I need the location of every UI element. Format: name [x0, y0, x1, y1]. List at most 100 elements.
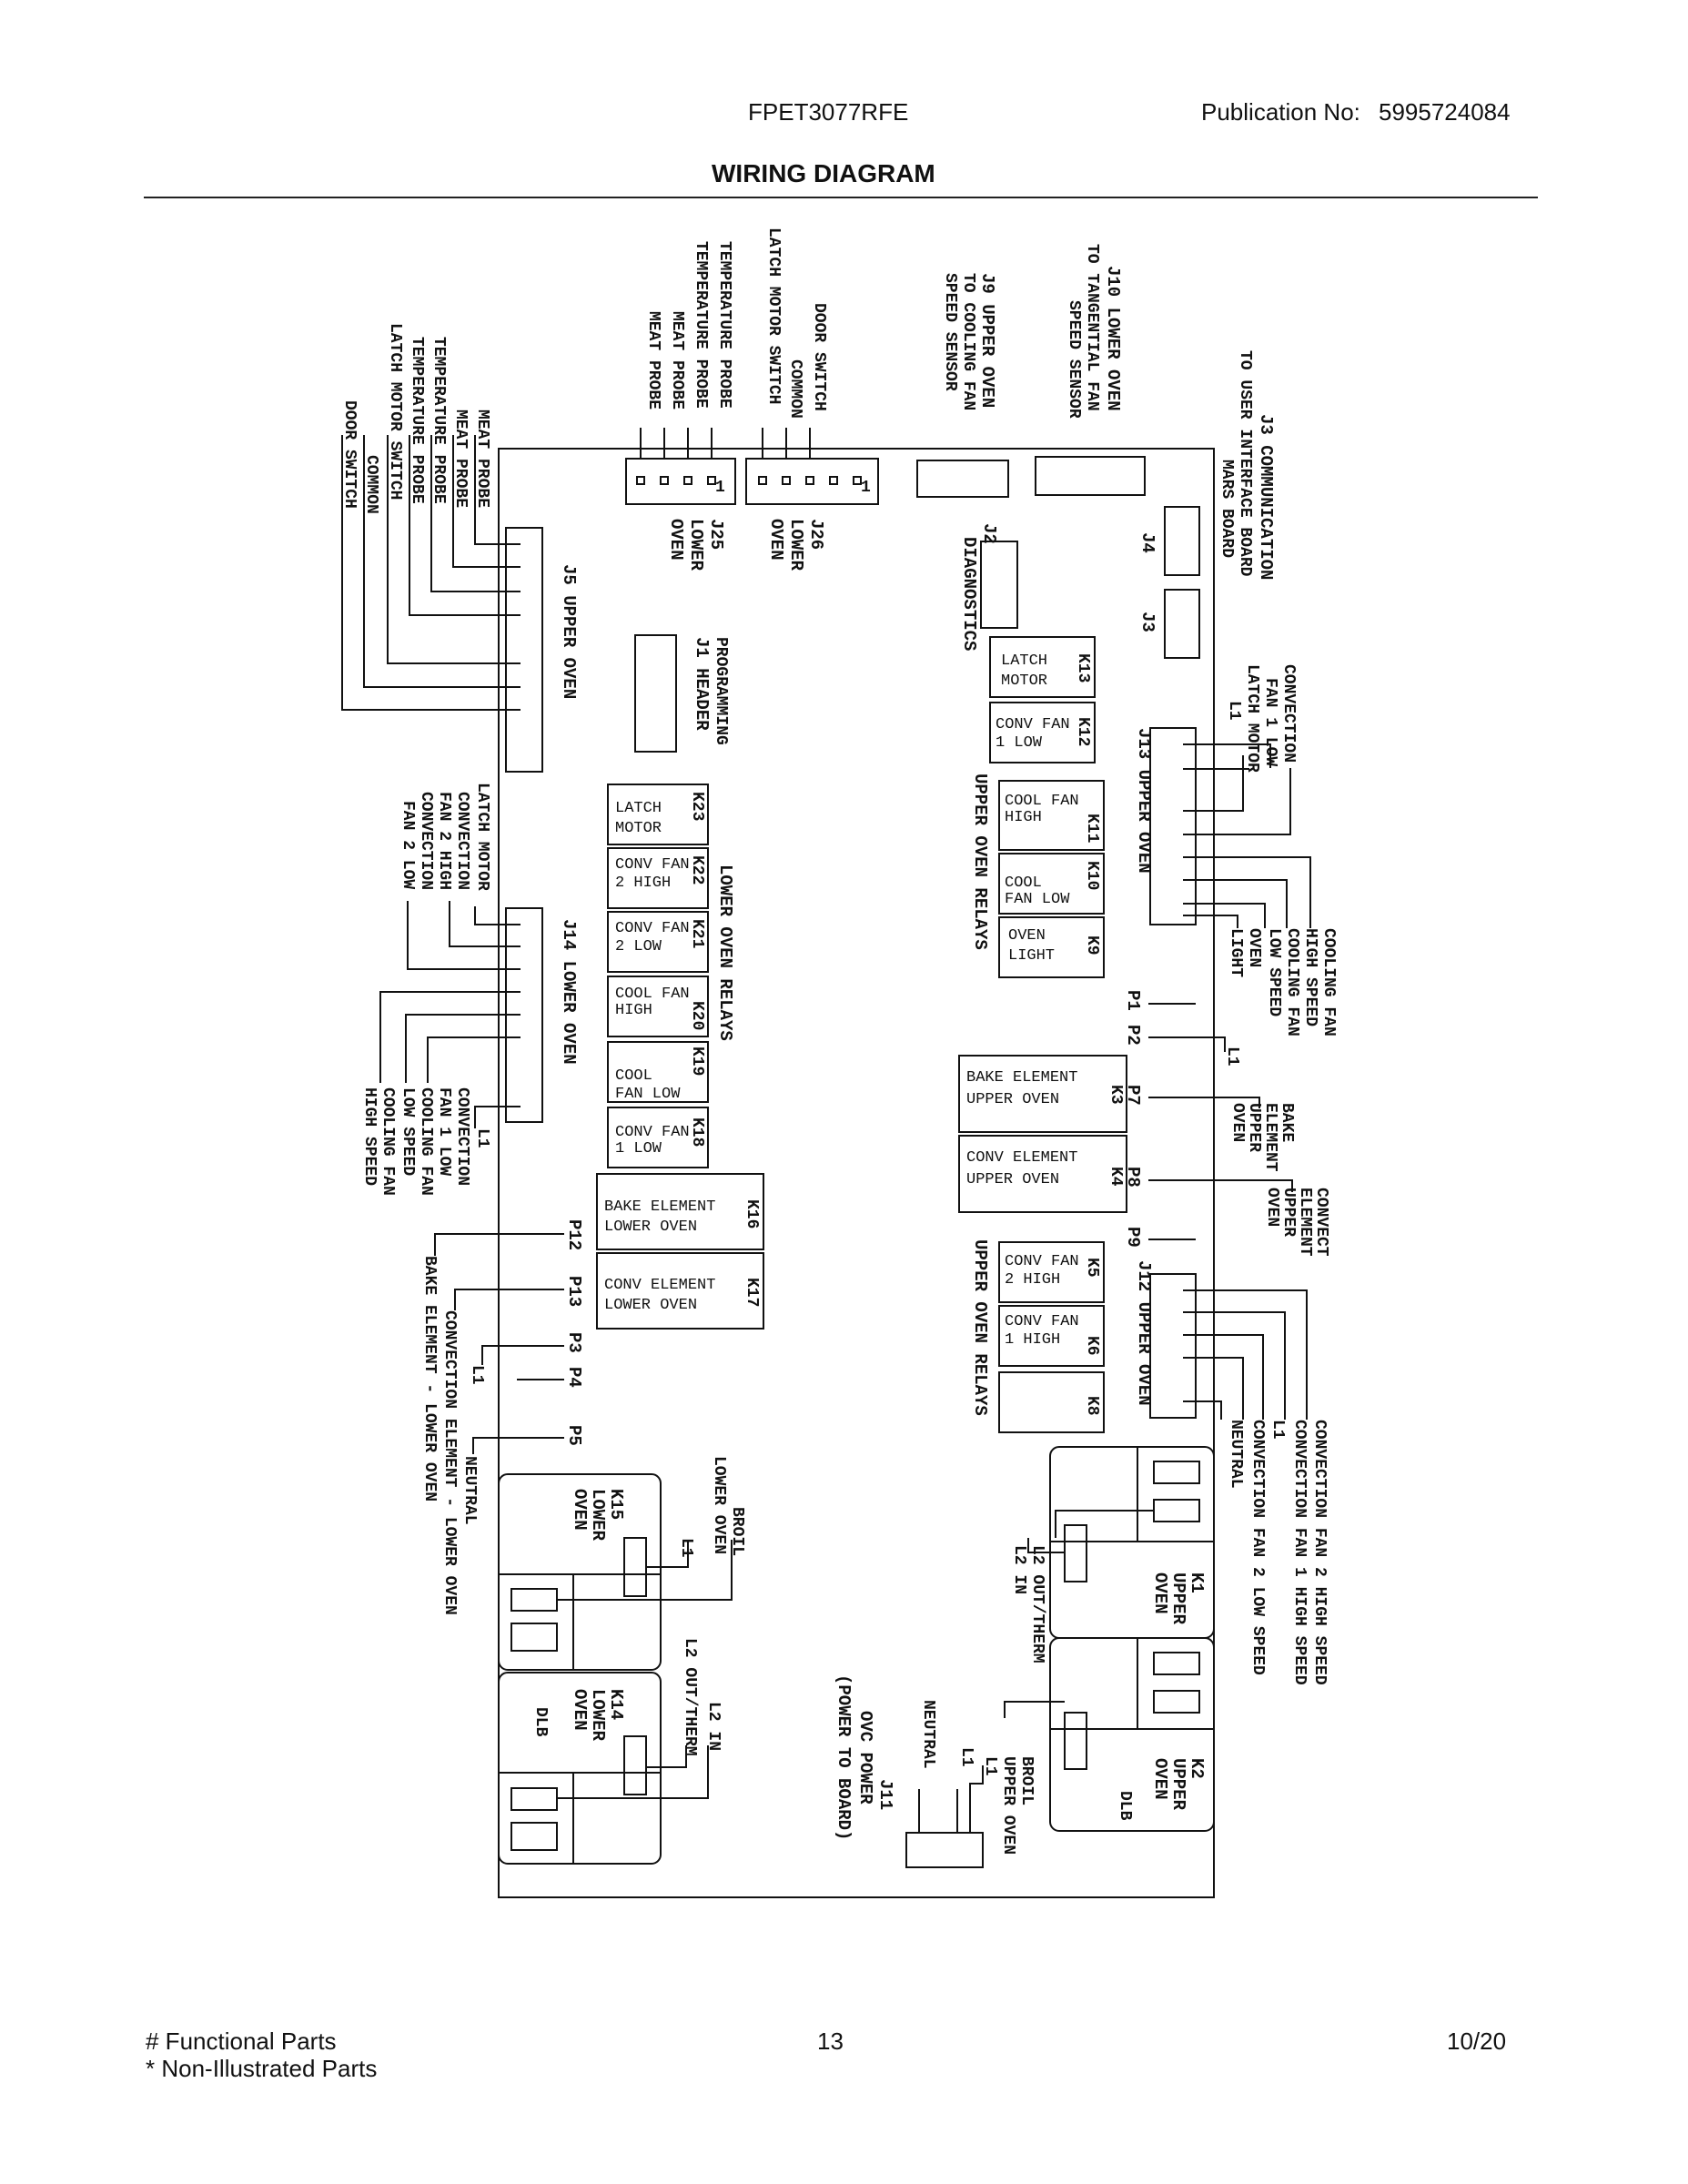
relay-k18-id: K18: [688, 1117, 706, 1147]
j5-connector: [505, 527, 543, 773]
j13-connector: [1149, 727, 1197, 925]
relay-k5-line2: 2 HIGH: [1005, 1271, 1060, 1289]
relay-k21: [607, 911, 709, 973]
k15-line2: OVEN: [570, 1489, 590, 1531]
relay-k20-line2: HIGH: [615, 1002, 652, 1019]
relay-k3-line1: BAKE ELEMENT: [966, 1069, 1077, 1087]
pin-p13: P13: [564, 1276, 584, 1307]
p8-wire-1: CONVECT: [1312, 1188, 1330, 1257]
k14-line3: DLB: [531, 1707, 550, 1737]
relay-k10-line1: COOL: [1005, 875, 1042, 892]
j11-power-to-board: (POWER TO BOARD): [834, 1674, 854, 1840]
relay-k13-id: K13: [1074, 653, 1092, 682]
k15-wire-lower-oven: LOWER OVEN: [710, 1456, 728, 1554]
p7-wire-4: OVEN: [1228, 1103, 1247, 1142]
j12-wire-fan2high: CONVECTION FAN 2 HIGH SPEED: [1310, 1420, 1329, 1685]
j26-wire-door-switch: DOOR SWITCH: [810, 303, 828, 411]
j25-label: J25: [706, 519, 726, 550]
relay-k18-line1: CONV FAN: [615, 1124, 690, 1141]
relay-k20-line1: COOL FAN: [615, 986, 690, 1003]
relay-k12-id: K12: [1074, 717, 1092, 746]
j5-wire-door-switch: DOOR SWITCH: [340, 400, 359, 509]
j13-wire-cooling-2: COOLING FAN: [1283, 928, 1301, 1036]
j11-connector: [905, 1832, 984, 1868]
j12-wire-l1: L1: [1269, 1420, 1287, 1440]
relay-k15: [498, 1473, 662, 1671]
j14-wire-l1: L1: [473, 1128, 491, 1148]
j25-label-lower: LOWER: [686, 519, 706, 571]
j11-wire-neutral: NEUTRAL: [919, 1700, 937, 1769]
relay-k16-line1: BAKE ELEMENT: [604, 1198, 715, 1216]
relay-k13: [989, 636, 1096, 698]
j2-diagnostics: DIAGNOSTICS: [959, 537, 979, 651]
upper-oven-relays-title-2: UPPER OVEN RELAYS: [970, 1239, 990, 1416]
relay-k11: [998, 780, 1105, 851]
publication-label: Publication No:: [1201, 98, 1360, 126]
left-wire-neutral: NEUTRAL: [460, 1456, 479, 1525]
j14-wire-latch-motor: LATCH MOTOR: [473, 783, 491, 891]
k14-wire-l2out: L2 OUT/THERM: [681, 1638, 699, 1756]
relay-k6-line2: 1 HIGH: [1005, 1331, 1060, 1349]
j14-wire-conv-2: CONVECTION: [417, 792, 435, 890]
relay-k9-line1: OVEN: [1008, 927, 1046, 945]
j1-connector: [634, 634, 677, 753]
relay-k8-id: K8: [1083, 1396, 1101, 1416]
relay-k22: [607, 847, 709, 909]
relay-k16-id: K16: [743, 1199, 761, 1228]
relay-k19-line2: FAN LOW: [615, 1086, 681, 1103]
k1-line1: UPPER: [1168, 1572, 1188, 1625]
p8-wire-3: UPPER: [1279, 1188, 1298, 1237]
k15-wire-broil: BROIL: [728, 1507, 746, 1556]
relay-k19-line1: COOL: [615, 1067, 652, 1085]
k1-wire-l2out: L2 OUT/THERM: [1028, 1545, 1046, 1663]
pin-p12: P12: [564, 1219, 584, 1250]
relay-k21-line1: CONV FAN: [615, 920, 690, 937]
relay-k4: [958, 1135, 1127, 1213]
j26-label: J26: [806, 519, 826, 550]
j25-label-oven: OVEN: [666, 519, 686, 561]
relay-k21-line2: 2 LOW: [615, 938, 662, 956]
relay-k6: [998, 1305, 1105, 1367]
j14-wire-conv-1: CONVECTION: [453, 792, 471, 890]
pin-p2: P2: [1123, 1025, 1143, 1046]
j3-comm-sub1: TO USER INTERFACE BOARD: [1236, 350, 1254, 577]
relay-k17-id: K17: [743, 1278, 761, 1307]
j3-comm-sub2: MARS BOARD: [1218, 460, 1236, 558]
j9-sub1: TO COOLING FAN: [959, 273, 977, 410]
pin-p9: P9: [1123, 1227, 1143, 1248]
relay-k4-line1: CONV ELEMENT: [966, 1149, 1077, 1167]
j2-connector: [980, 541, 1018, 629]
pin-p5: P5: [564, 1425, 584, 1446]
j25-wire-meat-probe-1: MEAT PROBE: [668, 311, 686, 410]
k1-wire-l2in: L2 IN: [1010, 1545, 1028, 1594]
pin-p3: P3: [564, 1332, 584, 1353]
p7-wire-3: UPPER: [1245, 1103, 1263, 1152]
j10-sub2: SPEED SENSOR: [1065, 300, 1083, 419]
relay-k22-id: K22: [688, 855, 706, 885]
j26-pin1: 1: [861, 479, 871, 497]
relay-k10-line2: FAN LOW: [1005, 891, 1070, 908]
k14-wire-l2in: L2 IN: [704, 1702, 723, 1751]
model-number: FPET3077RFE: [748, 98, 909, 126]
page-title: WIRING DIAGRAM: [712, 159, 935, 187]
k14-line1: LOWER: [588, 1689, 608, 1742]
relay-k2: [1049, 1637, 1215, 1832]
j12-connector: [1149, 1273, 1197, 1419]
relay-k23-id: K23: [688, 792, 706, 821]
relay-k10: [998, 853, 1105, 915]
j25-pin1: 1: [715, 479, 725, 497]
left-wire-bake: BAKE ELEMENT - LOWER OVEN: [420, 1256, 439, 1502]
relay-k9-line2: LIGHT: [1008, 947, 1055, 965]
j11-wire-l1: L1: [957, 1747, 975, 1767]
relay-k23: [607, 784, 709, 845]
j3-comm-label: J3 COMMUNICATION: [1256, 414, 1276, 580]
j14-wire-highspeed: HIGH SPEED: [360, 1087, 379, 1186]
relay-k5-line1: CONV FAN: [1005, 1253, 1079, 1270]
relay-k12-line2: 1 LOW: [996, 734, 1043, 752]
relay-k18: [607, 1107, 709, 1168]
revision-date: 10/20: [1447, 2027, 1507, 2055]
j13-label: J13 UPPER OVEN: [1134, 728, 1154, 874]
relay-k6-id: K6: [1083, 1336, 1101, 1356]
j5-wire-common: COMMON: [362, 455, 380, 514]
